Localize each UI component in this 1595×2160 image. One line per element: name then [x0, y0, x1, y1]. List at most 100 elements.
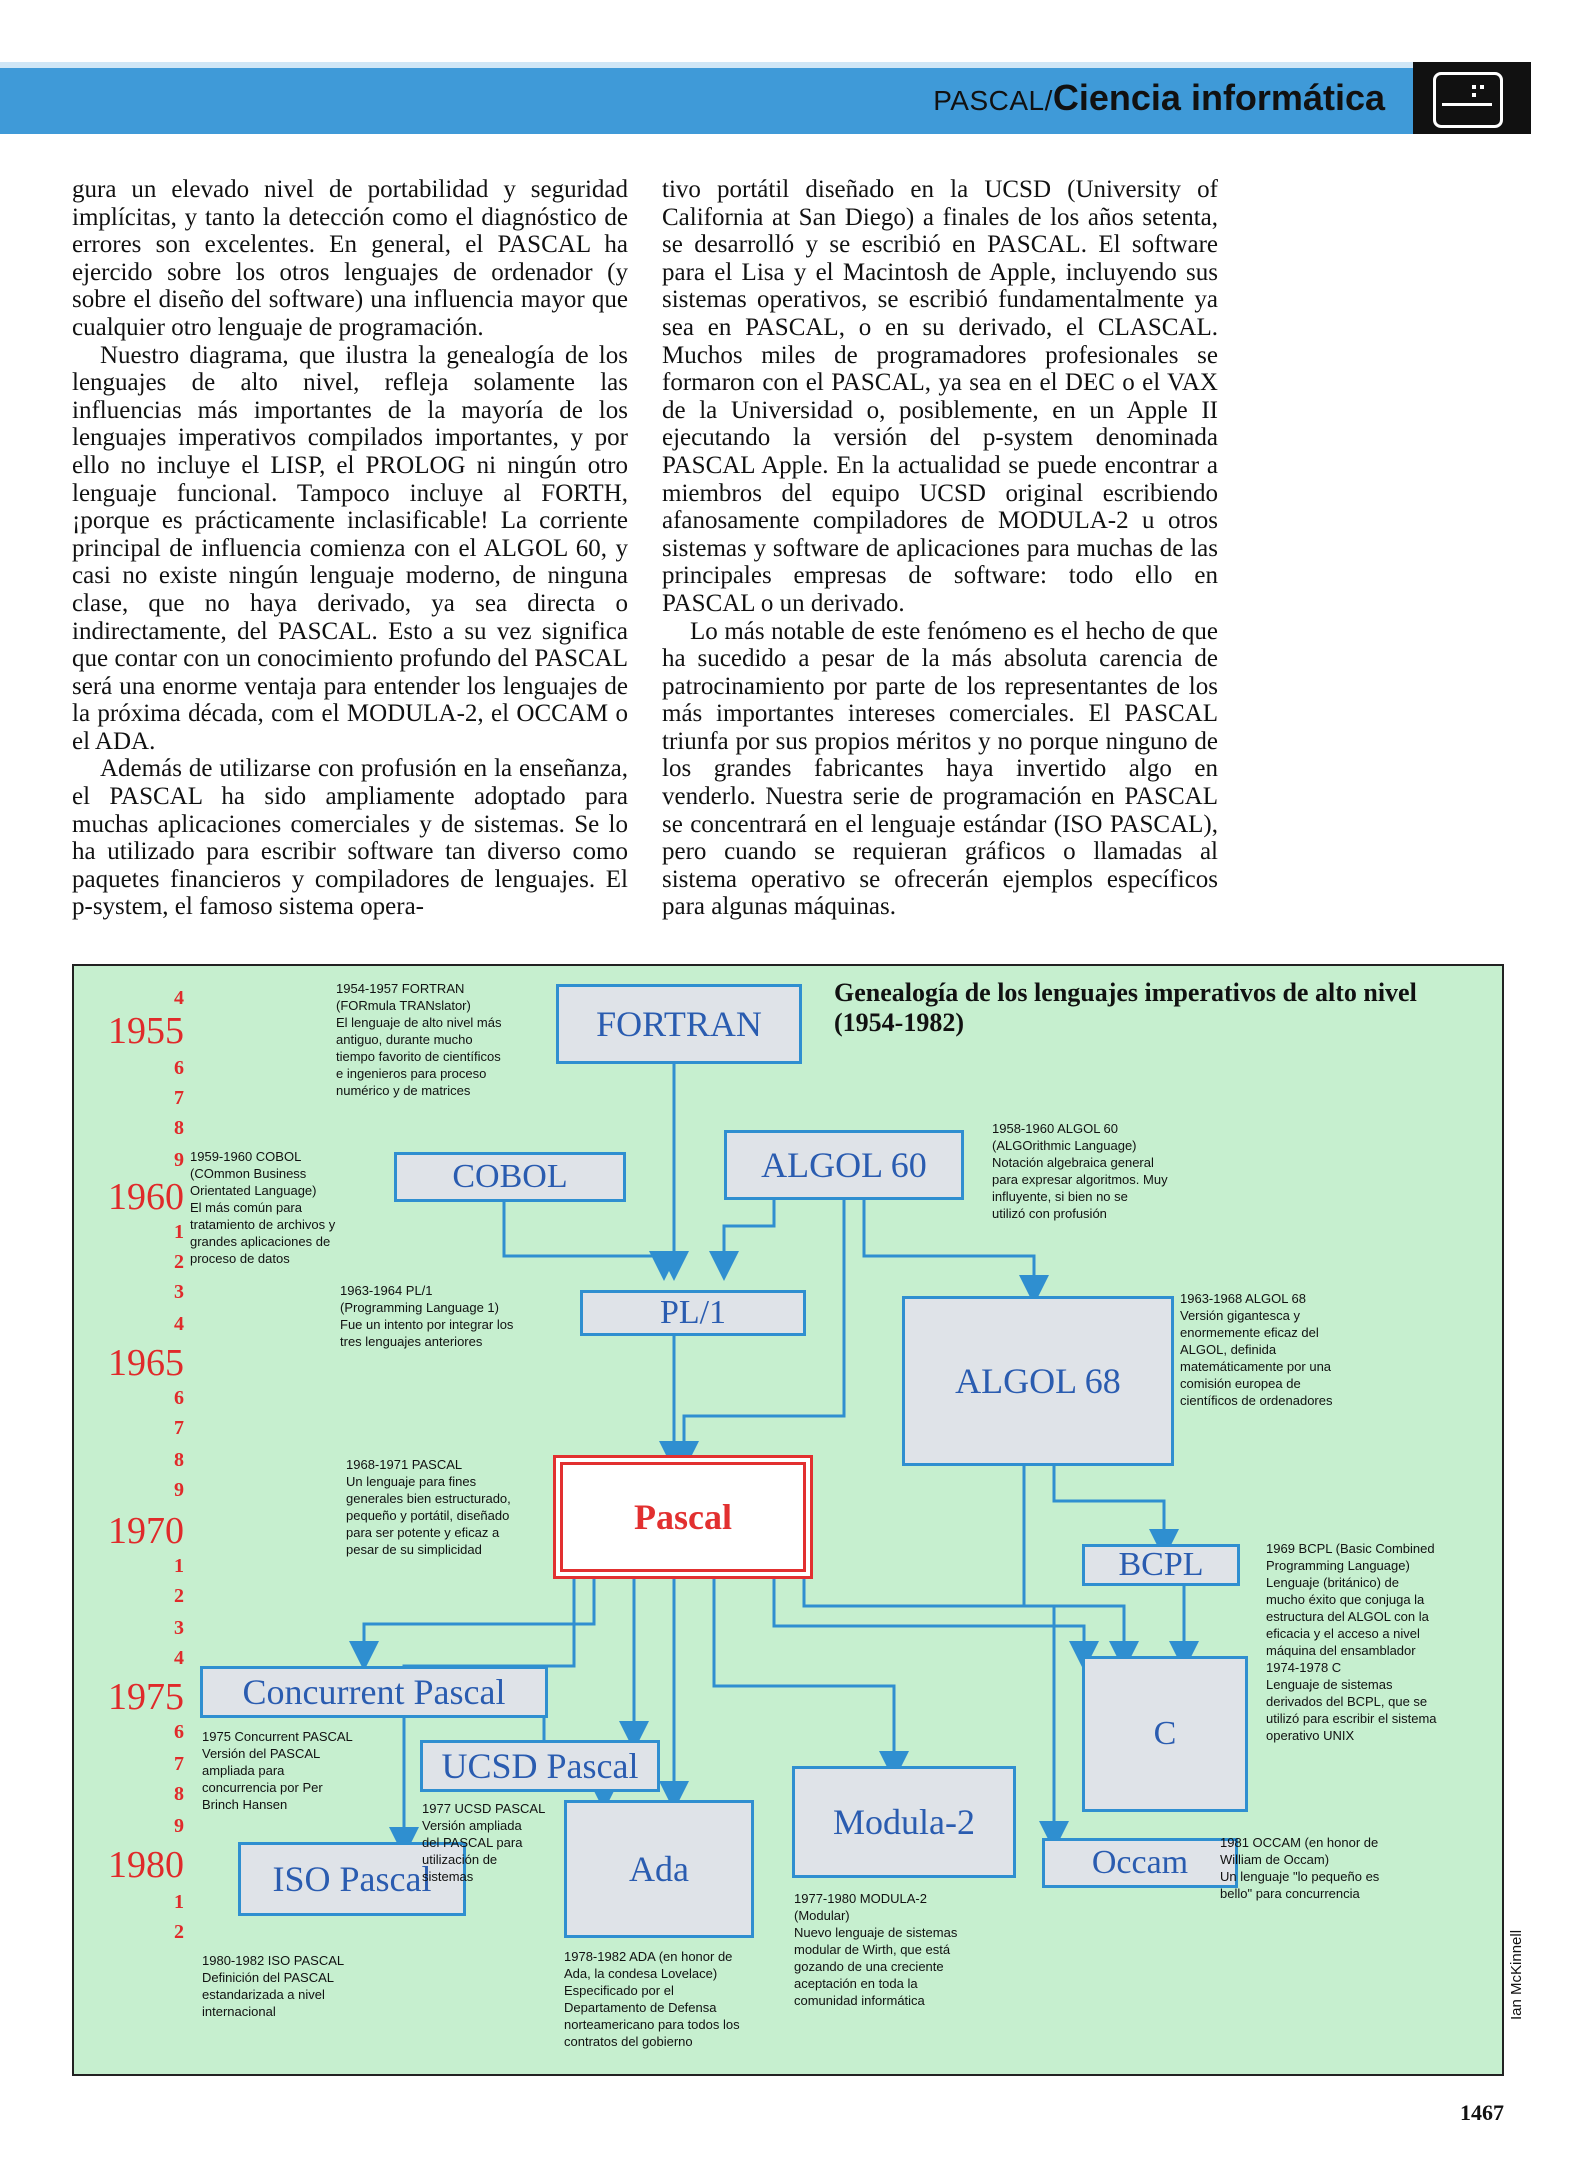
note-line: Especificado por el [564, 1983, 674, 1998]
note-pl1: 1963-1964 PL/1 (Programming Language 1) … [340, 1282, 566, 1350]
note-line: 1974-1978 C [1266, 1660, 1342, 1675]
language-box-algol60: ALGOL 60 [724, 1130, 964, 1200]
note-line: El lenguaje de alto nivel más [336, 1015, 502, 1030]
note-line: numérico y de matrices [336, 1083, 471, 1098]
note-line: concurrencia por Per [202, 1780, 323, 1795]
note-line: Notación algebraica general [992, 1155, 1154, 1170]
year-label: 1 [174, 1221, 184, 1243]
diagram-title: Genealogía de los lenguajes imperativos … [834, 978, 1417, 1038]
note-line: pequeño y portátil, diseñado [346, 1508, 510, 1523]
note-line: 1963-1968 ALGOL 68 [1180, 1291, 1307, 1306]
year-label: 1980 [108, 1844, 184, 1886]
note-line: Lenguaje (británico) de [1266, 1575, 1399, 1590]
language-box-cobol: COBOL [394, 1152, 626, 1202]
paragraph: tivo portátil diseñado en la UCSD (Unive… [662, 176, 1218, 617]
year-label: 6 [174, 1057, 184, 1079]
section-title: Ciencia informática [1052, 77, 1385, 118]
note-line: 1954-1957 FORTRAN [336, 981, 465, 996]
note-bcpl-c: 1969 BCPL (Basic Combined Programming La… [1266, 1540, 1496, 1744]
note-line: Lenguaje de sistemas [1266, 1677, 1393, 1692]
language-box-modula2: Modula-2 [792, 1766, 1016, 1878]
note-line: Programming Language) [1266, 1558, 1410, 1573]
note-line: (COmmon Business [190, 1166, 307, 1181]
language-box-fortran: FORTRAN [556, 984, 802, 1064]
section-header: PASCAL/Ciencia informática [933, 76, 1385, 120]
note-pascal: 1968-1971 PASCAL Un lenguaje para fines … [346, 1456, 556, 1558]
note-line: grandes aplicaciones de [190, 1234, 331, 1249]
note-line: sistemas [422, 1869, 474, 1884]
year-label: 9 [174, 1479, 184, 1501]
year-label: 1 [174, 1555, 184, 1577]
year-label: 1960 [108, 1176, 184, 1218]
computer-screen-icon [1413, 62, 1531, 134]
note-line: Departamento de Defensa [564, 2000, 717, 2015]
note-line: 1981 OCCAM (en honor de [1220, 1835, 1379, 1850]
note-line: modular de Wirth, que está [794, 1942, 951, 1957]
note-line: tiempo favorito de científicos [336, 1049, 501, 1064]
note-line: influyente, si bien no se [992, 1189, 1128, 1204]
note-line: comisión europea de [1180, 1376, 1301, 1391]
note-line: comunidad informática [794, 1993, 925, 2008]
language-box-bcpl: BCPL [1082, 1544, 1240, 1586]
note-line: 1977 UCSD PASCAL [422, 1801, 546, 1816]
note-modula2: 1977-1980 MODULA-2 (Modular) Nuevo lengu… [794, 1890, 1014, 2009]
year-axis: 4 1955 6 7 8 9 1960 1 2 3 4 1965 6 7 8 9… [74, 966, 184, 2074]
year-label: 9 [174, 1815, 184, 1837]
note-line: William de Occam) [1220, 1852, 1330, 1867]
note-line: norteamericano para todos los [564, 2017, 740, 2032]
note-line: ALGOL, definida [1180, 1342, 1277, 1357]
header-band-highlight [0, 62, 1468, 68]
left-column: gura un elevado nivel de portabilidad y … [72, 176, 628, 921]
note-line: 1958-1960 ALGOL 60 [992, 1121, 1119, 1136]
section-label: PASCAL/ [933, 85, 1053, 116]
note-occam: 1981 OCCAM (en honor de William de Occam… [1220, 1834, 1440, 1902]
year-label: 1970 [108, 1510, 184, 1552]
paragraph: Además de utilizarse con profusión en la… [72, 755, 628, 921]
note-line: derivados del BCPL, que se [1266, 1694, 1428, 1709]
year-label: 4 [174, 987, 184, 1009]
note-line: Versión ampliada [422, 1818, 522, 1833]
note-line: 1977-1980 MODULA-2 [794, 1891, 927, 1906]
note-line: 1968-1971 PASCAL [346, 1457, 463, 1472]
note-line: Versión del PASCAL [202, 1746, 321, 1761]
note-line: utilización de [422, 1852, 498, 1867]
note-line: aceptación en toda la [794, 1976, 918, 1991]
note-line: (ALGOrithmic Language) [992, 1138, 1137, 1153]
language-box-occam: Occam [1042, 1838, 1238, 1888]
note-line: enormemente eficaz del [1180, 1325, 1319, 1340]
note-line: estructura del ALGOL con la [1266, 1609, 1429, 1624]
note-line: Fue un intento por integrar los [340, 1317, 514, 1332]
note-line: El más común para [190, 1200, 302, 1215]
language-box-ucsd-pascal: UCSD Pascal [420, 1740, 660, 1792]
year-label: 8 [174, 1117, 184, 1139]
language-box-iso-pascal: ISO Pascal [238, 1842, 466, 1916]
note-line: generales bien estructurado, [346, 1491, 511, 1506]
paragraph: Lo más notable de este fenómeno es el he… [662, 617, 1218, 921]
note-line: 1959-1960 COBOL [190, 1149, 302, 1164]
year-label: 6 [174, 1387, 184, 1409]
note-line: Versión gigantesca y [1180, 1308, 1300, 1323]
paragraph: Nuestro diagrama, que ilustra la genealo… [72, 341, 628, 755]
note-line: pesar de su simplicidad [346, 1542, 482, 1557]
note-line: operativo UNIX [1266, 1728, 1355, 1743]
note-line: Ada, la condesa Lovelace) [564, 1966, 718, 1981]
note-line: bello" para concurrencia [1220, 1886, 1360, 1901]
note-line: ampliada para [202, 1763, 285, 1778]
language-box-algol68: ALGOL 68 [902, 1296, 1174, 1466]
year-label: 8 [174, 1783, 184, 1805]
note-line: Definición del PASCAL [202, 1970, 334, 1985]
note-line: Un lenguaje para fines [346, 1474, 477, 1489]
diagram-title-line: (1954-1982) [834, 1008, 964, 1037]
note-line: contratos del gobierno [564, 2034, 693, 2049]
note-line: Nuevo lenguaje de sistemas [794, 1925, 958, 1940]
language-box-c: C [1082, 1656, 1248, 1812]
language-box-pl1: PL/1 [580, 1290, 806, 1336]
language-box-concurrent-pascal: Concurrent Pascal [200, 1666, 548, 1718]
note-line: (Modular) [794, 1908, 850, 1923]
note-ada: 1978-1982 ADA (en honor de Ada, la conde… [564, 1948, 792, 2050]
illustrator-credit: Ian McKinnell [1508, 1929, 1525, 2020]
note-line: tres lenguajes anteriores [340, 1334, 483, 1349]
year-label: 9 [174, 1149, 184, 1171]
note-line: proceso de datos [190, 1251, 290, 1266]
language-box-ada: Ada [564, 1800, 754, 1938]
